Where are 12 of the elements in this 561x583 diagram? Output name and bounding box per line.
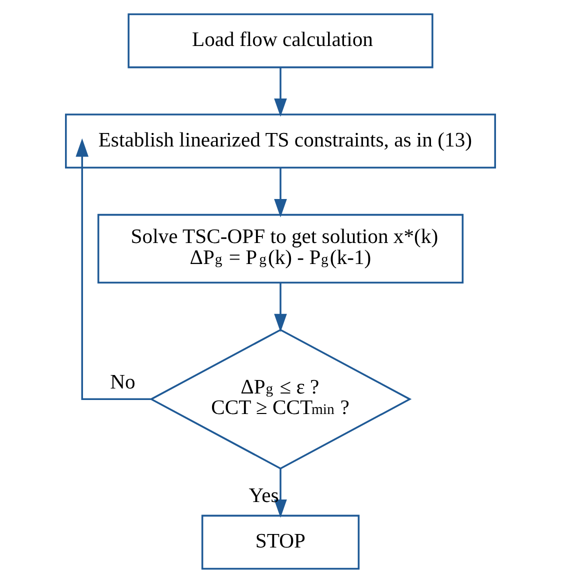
arrow <box>76 138 151 400</box>
node-box: Solve TSC-OPF to get solution x*(k) ΔPg = Pg(k) - Pg(k-1) <box>97 214 464 284</box>
node-box: Establish linearized TS constraints, as in (13) <box>65 114 496 168</box>
arrow <box>274 468 287 518</box>
node-box: STOP <box>201 514 360 570</box>
edge-label: Yes <box>248 485 279 508</box>
edge-label: No <box>110 371 136 394</box>
arrow <box>274 168 287 218</box>
node-box: Load flow calculation <box>128 13 434 68</box>
arrow <box>274 68 287 117</box>
node-diamond: ΔPg ≤ ε ? CCT ≥ CCTmin ? <box>149 328 412 470</box>
arrow <box>274 282 287 332</box>
